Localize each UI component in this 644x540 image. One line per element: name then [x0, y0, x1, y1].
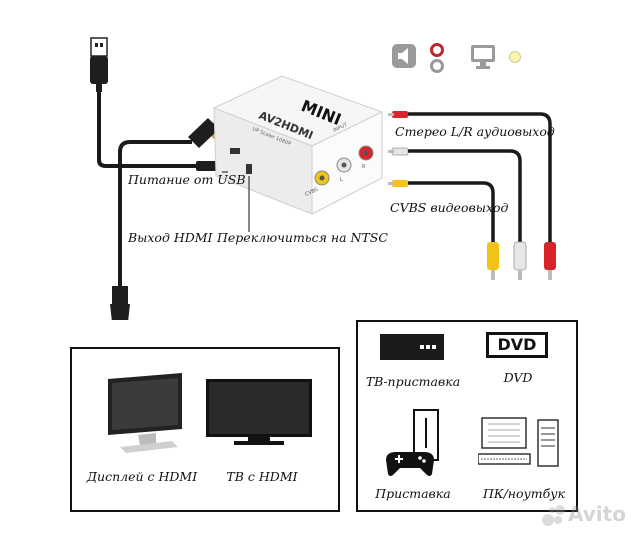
rca-red-cable — [388, 111, 556, 280]
dvd-logo: DVD — [486, 332, 548, 358]
hdmi-tv-icon — [206, 379, 312, 445]
sources-box: ТВ-приставка DVD DVD Приставка ПК/ноутбу… — [356, 320, 578, 512]
tv-box-label: ТВ-приставка — [365, 374, 461, 389]
avito-logo-icon — [542, 505, 565, 526]
usb-cable — [97, 92, 212, 168]
av2hdmi-converter: MINI AV2HDMI UP Scaler 1080P INPUT CVBS … — [212, 75, 384, 215]
hdmi-cable — [118, 140, 192, 286]
audio-out-label: Стерео L/R аудиовыход — [395, 124, 555, 139]
connection-diagram: MINI AV2HDMI UP Scaler 1080P INPUT CVBS … — [90, 37, 556, 320]
rca-white-cable — [388, 147, 527, 280]
usb-power-label: Питание от USB — [128, 172, 246, 187]
tv-box-icon — [380, 334, 444, 360]
audio-jack-icon — [430, 43, 444, 73]
console-icon — [386, 409, 439, 476]
displays-box: Дисплей с HDMI ТВ с HDMI — [70, 347, 340, 512]
svg-text:L: L — [340, 177, 343, 183]
dvd-label: DVD — [503, 370, 533, 385]
video-out-label: CVBS видеовыход — [390, 200, 509, 215]
console-label: Приставка — [375, 486, 451, 501]
tv-label: ТВ с HDMI — [226, 469, 298, 484]
svg-text:CVBS: CVBS — [304, 187, 319, 198]
video-dot-icon — [509, 51, 521, 63]
speaker-icon — [392, 44, 416, 68]
hdmi-plug-bottom-icon — [110, 286, 130, 320]
hdmi-out-label: Выход HDMI — [128, 230, 213, 245]
rca-yellow-cable — [388, 180, 499, 280]
pc-icon — [478, 417, 559, 467]
hdmi-monitor-icon — [108, 373, 182, 453]
monitor-icon — [471, 45, 495, 69]
ntsc-switch-label: Переключиться на NTSC — [217, 230, 388, 245]
avito-watermark: Avito — [540, 500, 640, 530]
monitor-label: Дисплей с HDMI — [86, 469, 198, 484]
svg-text:R: R — [362, 164, 366, 170]
usb-plug-icon — [90, 37, 108, 92]
watermark-text: Avito — [568, 502, 626, 526]
signal-legend-icons — [392, 43, 521, 73]
pc-label: ПК/ноутбук — [483, 486, 565, 501]
